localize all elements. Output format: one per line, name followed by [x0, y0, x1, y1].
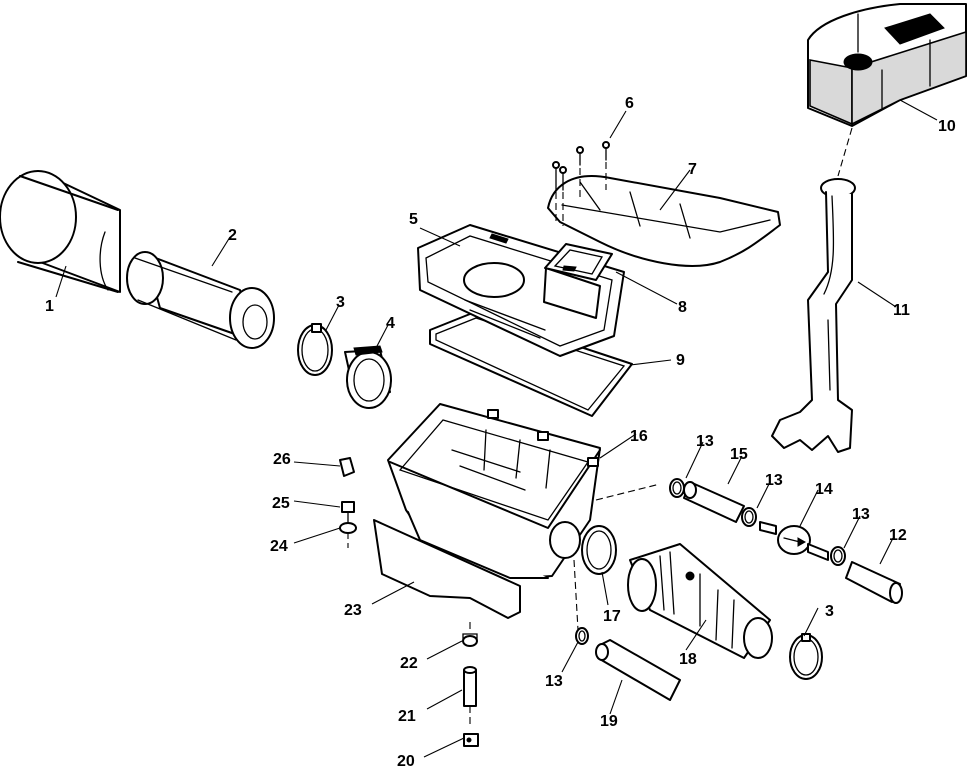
part-7-intake-duct [547, 175, 781, 267]
part-12-hose [845, 561, 903, 604]
part-24-washer [339, 522, 357, 534]
part-11-intake-snorkel [771, 178, 856, 453]
callout-part-23: 23 [344, 602, 362, 619]
callout-part-14: 14 [815, 481, 833, 498]
part-23-heat-shield [373, 519, 521, 619]
callout-part-8: 8 [678, 299, 687, 316]
part-15-vent-hose [683, 481, 745, 523]
part-13-small-clamp-3 [830, 546, 846, 566]
callout-part-6: 6 [625, 95, 634, 112]
callout-part-13-d: 13 [545, 673, 563, 690]
part-10-top-cover [807, 3, 967, 127]
part-16-airbox-housing [387, 403, 601, 579]
part-2-filter-element [126, 251, 275, 349]
part-20-drain-clamp [463, 733, 479, 747]
callout-part-13-b: 13 [765, 472, 783, 489]
part-22-grommet [462, 633, 478, 647]
part-4-filter-adapter [344, 345, 392, 409]
callout-part-18: 18 [679, 651, 697, 668]
callout-part-4: 4 [386, 315, 395, 332]
callout-part-2: 2 [228, 227, 237, 244]
callout-part-19: 19 [600, 713, 618, 730]
callout-part-13-a: 13 [696, 433, 714, 450]
part-25-bolt [341, 501, 355, 523]
callout-part-16: 16 [630, 428, 648, 445]
callout-part-7: 7 [688, 161, 697, 178]
part-17-o-ring [581, 525, 617, 575]
part-18-intake-boot [627, 543, 773, 659]
part-8-duct-seal [544, 243, 613, 281]
callout-part-13-c: 13 [852, 506, 870, 523]
callout-part-11: 11 [893, 302, 910, 319]
part-3-hose-clamp [297, 323, 333, 376]
callout-part-22: 22 [400, 655, 418, 672]
callout-part-10: 10 [938, 118, 956, 135]
part-21-drain-tube [463, 666, 477, 707]
callout-part-20: 20 [397, 753, 415, 768]
part-6-screws [552, 141, 610, 191]
part-9-lid-gasket [429, 311, 633, 417]
callout-part-3-lower: 3 [825, 603, 834, 620]
part-19-breather-hose [595, 639, 681, 701]
callout-part-1: 1 [45, 298, 54, 315]
callout-part-21: 21 [398, 708, 416, 725]
callout-part-3: 3 [336, 294, 345, 311]
callout-part-12: 12 [889, 527, 907, 544]
part-1-prefilter-sleeve [0, 170, 121, 293]
callout-part-15: 15 [730, 446, 748, 463]
callout-part-9: 9 [676, 352, 685, 369]
callout-part-17: 17 [603, 608, 621, 625]
part-13-small-clamp-4 [575, 627, 589, 645]
part-26-clip [339, 457, 355, 477]
part-14-check-valve [759, 521, 829, 561]
callout-part-5: 5 [409, 211, 418, 228]
callout-part-25: 25 [272, 495, 290, 512]
callout-part-24: 24 [270, 538, 288, 555]
part-3-hose-clamp-lower [789, 633, 823, 680]
part-13-small-clamp-1 [669, 478, 685, 498]
part-13-small-clamp-2 [741, 507, 757, 527]
callout-part-26: 26 [273, 451, 291, 468]
